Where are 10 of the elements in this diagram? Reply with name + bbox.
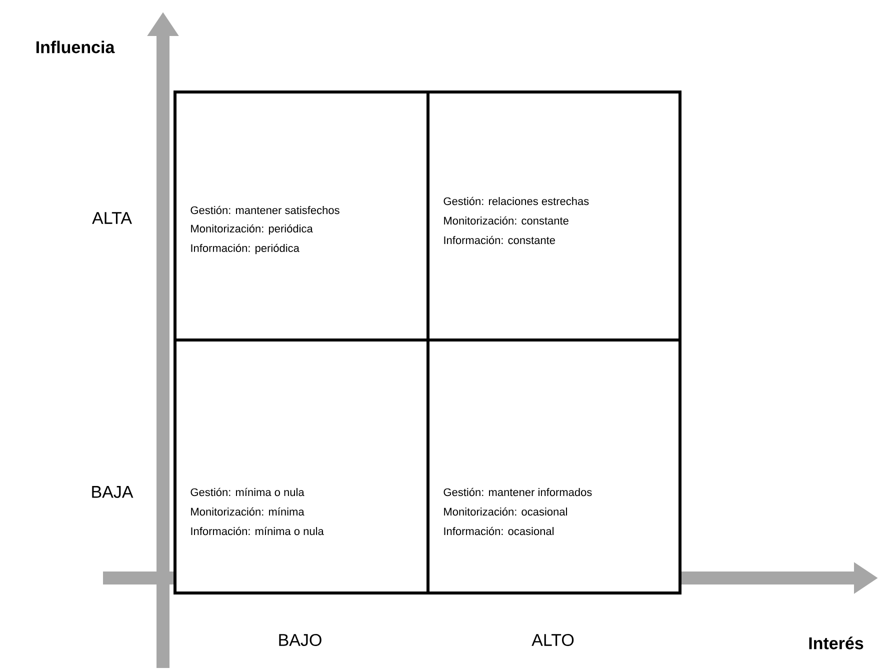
axis-level-label: ALTA [92,212,132,224]
quadrant-box: Gestión: mantener satisfechos Monitorización: periódica Información: periódica [174,90,430,342]
quadrant-box: Gestión: relaciones estrechas Monitorización: constante Información: constante [426,90,682,342]
axis-title: Influencia [36,40,115,54]
quadrant-box: Gestión: mantener informados Monitorización: ocasional Información: ocasional [426,338,682,594]
quadrant-box: Gestión: mínima o nula Monitorización: mínima Información: mínima o nula [174,338,430,594]
axis-title: Interés [809,636,864,650]
axis-level-label: BAJA [92,486,134,498]
axis-level-label: ALTO [532,634,574,646]
axis-level-label: BAJO [279,634,322,646]
